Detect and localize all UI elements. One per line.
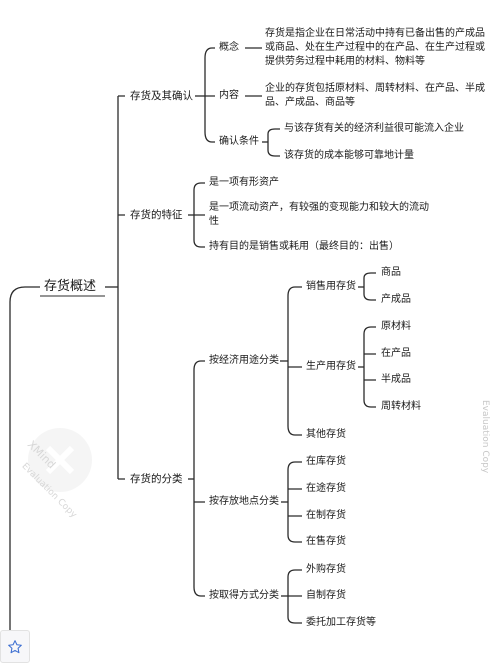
- topic-production-inventory[interactable]: 生产用存货: [306, 361, 356, 372]
- production-item[interactable]: 原材料: [381, 321, 411, 332]
- sales-item[interactable]: 商品: [381, 267, 401, 278]
- topic-classification[interactable]: 存货的分类: [130, 473, 183, 485]
- sales-item[interactable]: 产成品: [381, 294, 411, 305]
- watermark-logo-icon: [20, 420, 100, 500]
- favorite-button[interactable]: [0, 630, 30, 663]
- production-item[interactable]: 周转材料: [381, 401, 421, 412]
- topic-by-use[interactable]: 按经济用途分类: [209, 355, 279, 366]
- acquisition-item[interactable]: 自制存货: [306, 590, 346, 601]
- production-item[interactable]: 半成品: [381, 374, 411, 385]
- content-text[interactable]: 企业的存货包括原材料、周转材料、在产品、半成品、产成品、商品等: [265, 83, 485, 108]
- topic-features[interactable]: 存货的特征: [130, 209, 183, 221]
- topic-other-inventory[interactable]: 其他存货: [306, 429, 346, 440]
- location-item[interactable]: 在途存货: [306, 483, 346, 494]
- acquisition-item[interactable]: 委托加工存货等: [306, 617, 376, 628]
- concept-text[interactable]: 存货是指企业在日常活动中持有已备出售的产成品或商品、处在生产过程中的在产品、在生…: [265, 28, 485, 67]
- topic-by-acquisition[interactable]: 按取得方式分类: [209, 590, 279, 601]
- topic-concept[interactable]: 概念: [219, 42, 239, 53]
- feature-1[interactable]: 是一项有形资产: [209, 177, 279, 188]
- star-icon: [8, 639, 22, 653]
- topic-recognition[interactable]: 存货及其确认: [130, 90, 193, 102]
- watermark-side: Evaluation Copy: [480, 400, 490, 474]
- topic-conditions[interactable]: 确认条件: [219, 136, 259, 147]
- root-topic[interactable]: 存货概述: [44, 279, 97, 294]
- location-item[interactable]: 在制存货: [306, 510, 346, 521]
- production-item[interactable]: 在产品: [381, 348, 411, 359]
- topic-content[interactable]: 内容: [219, 90, 239, 101]
- acquisition-item[interactable]: 外购存货: [306, 564, 346, 575]
- condition-1[interactable]: 与该存货有关的经济利益很可能流入企业: [284, 123, 464, 134]
- condition-2[interactable]: 该存货的成本能够可靠地计量: [284, 150, 414, 161]
- feature-2[interactable]: 是一项流动资产，有较强的变现能力和较大的流动性: [209, 202, 429, 227]
- topic-sales-inventory[interactable]: 销售用存货: [306, 281, 356, 292]
- location-item[interactable]: 在售存货: [306, 536, 346, 547]
- location-item[interactable]: 在库存货: [306, 456, 346, 467]
- topic-by-location[interactable]: 按存放地点分类: [209, 496, 279, 507]
- feature-3[interactable]: 持有目的是销售或耗用（最终目的：出售）: [209, 241, 399, 252]
